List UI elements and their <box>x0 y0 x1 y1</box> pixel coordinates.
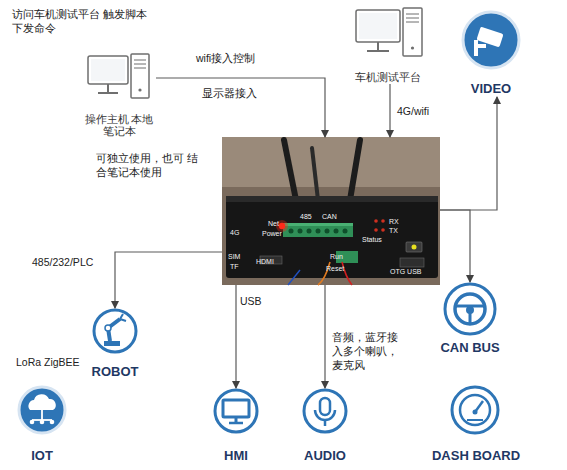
note-text: 显示器接入 <box>202 86 282 100</box>
port-label: 485 <box>300 213 312 220</box>
device-circle: VIDEO <box>455 10 527 97</box>
note-text: 485/232/PLC <box>32 255 122 269</box>
port-label: SIM <box>228 253 240 260</box>
computer-icon <box>88 54 149 98</box>
port-label: TX <box>389 227 398 234</box>
connector-label: USB <box>240 294 280 308</box>
cloud-network-icon <box>19 387 65 433</box>
device-circle: DASH BOARD <box>420 386 532 464</box>
monitor-icon <box>215 390 257 432</box>
video-icon <box>463 12 519 68</box>
connector-line <box>389 84 390 137</box>
note-text: wifi接入控制 <box>196 51 286 65</box>
port-label: Run <box>330 253 343 260</box>
port-label: Net <box>268 220 279 227</box>
note-text: LoRa ZigBEE <box>16 355 106 369</box>
port-label: CAN <box>322 213 337 220</box>
computer-icon <box>356 8 422 56</box>
device-name: VIDEO <box>471 81 511 97</box>
device-name: AUDIO <box>304 448 346 464</box>
computer-label: 车机测试平台 <box>355 71 421 84</box>
connector-line <box>235 285 236 388</box>
device-circle: CAN BUS <box>425 282 515 356</box>
device-circle: HMI <box>200 388 272 464</box>
device-circle: AUDIO <box>290 388 360 464</box>
note-text: 可独立使用，也可 结合笔记本使用 <box>96 151 202 179</box>
port-label: OTG USB <box>390 268 422 275</box>
connector-line <box>440 97 497 210</box>
device-name: ROBOT <box>92 364 139 380</box>
connector-label: 4G/wifi <box>397 104 457 118</box>
computer-label: 操作主机 本地笔记本 <box>82 113 156 138</box>
device-name: HMI <box>224 448 248 464</box>
port-label: Status <box>362 236 382 243</box>
port-label: 4G <box>230 229 239 236</box>
port-label: RX <box>389 218 399 225</box>
steering-wheel-icon <box>445 284 495 334</box>
port-label: Power <box>262 230 282 237</box>
device-circle: ROBOT <box>80 308 150 380</box>
computer-node: 操作主机 本地笔记本 <box>82 48 156 138</box>
device-photo-node: 485 CAN 4G NetPower RX TX StatusSIM TF HDMI RunRe… <box>222 137 440 285</box>
device-name: CAN BUS <box>440 340 499 356</box>
device-photo <box>222 137 440 285</box>
port-label: TF <box>230 263 239 270</box>
device-circle: IOT <box>10 386 74 464</box>
note-text: 访问车机测试平台 触发脚本下发命令 <box>12 7 152 35</box>
port-label: Reset <box>326 265 344 272</box>
connector-label: 音频，蓝牙接 入多个喇叭， 麦克风 <box>332 330 404 373</box>
connector-line <box>324 285 325 388</box>
microphone-icon <box>304 390 346 432</box>
robot-arm-icon <box>94 310 136 352</box>
computer-node: 车机测试平台 <box>340 4 436 84</box>
port-label: HDMI <box>256 258 274 265</box>
device-name: IOT <box>31 448 53 464</box>
connector-line <box>156 78 325 137</box>
connector-line <box>440 210 470 282</box>
gauge-icon <box>452 387 498 433</box>
device-name: DASH BOARD <box>432 448 520 464</box>
connector-line <box>115 252 222 308</box>
